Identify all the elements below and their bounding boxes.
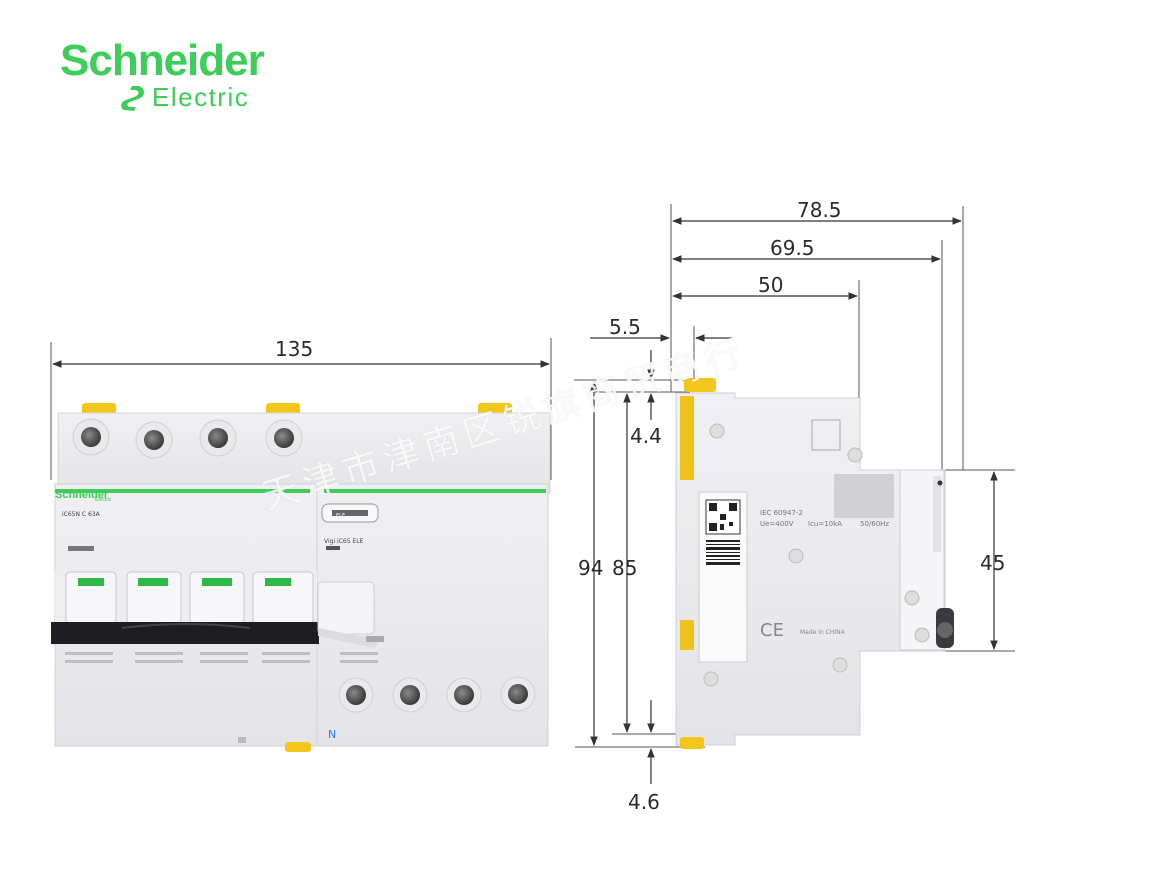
dim-78-5: 78.5 [797, 198, 842, 222]
dim-69-5: 69.5 [770, 236, 815, 260]
side-label-line-2: Ue=400V [760, 520, 794, 528]
breaker-handles [51, 571, 319, 644]
brand-logo: Schneider Electric [60, 36, 310, 116]
dim-45: 45 [980, 551, 1006, 575]
barcode-icon [706, 540, 740, 565]
dim-50: 50 [758, 273, 784, 297]
dim-4-4: 4.4 [630, 424, 662, 448]
side-label-line-1: IEC 60947-2 [760, 509, 803, 517]
dim-85: 85 [612, 556, 638, 580]
side-label-line-4: 50/60Hz [860, 520, 889, 528]
breaker-label: iC65N C 63A [62, 511, 101, 518]
dim-width-135: 135 [275, 337, 314, 361]
ce-mark: CE [760, 620, 784, 641]
qr-code-icon [705, 499, 741, 535]
dim-5-5: 5.5 [609, 315, 641, 339]
made-in-label: Made in CHINA [800, 629, 846, 636]
neutral-mark: N [328, 728, 336, 741]
vigi-label: Vigi iC65 ELE [324, 538, 364, 545]
vigi-switch-label: ELE [336, 513, 345, 519]
side-view [574, 204, 1015, 784]
brand-sub: Electric [152, 82, 250, 112]
brand-name: Schneider [60, 36, 265, 85]
module-brand-sub: Electric [95, 497, 112, 503]
module-brand: Schneider [55, 489, 109, 501]
brand-mark-icon [121, 86, 144, 111]
front-view [50, 338, 552, 752]
side-label-line-3: Icu=10kA [808, 520, 842, 528]
dim-94: 94 [578, 556, 604, 580]
dim-4-6: 4.6 [628, 790, 660, 814]
